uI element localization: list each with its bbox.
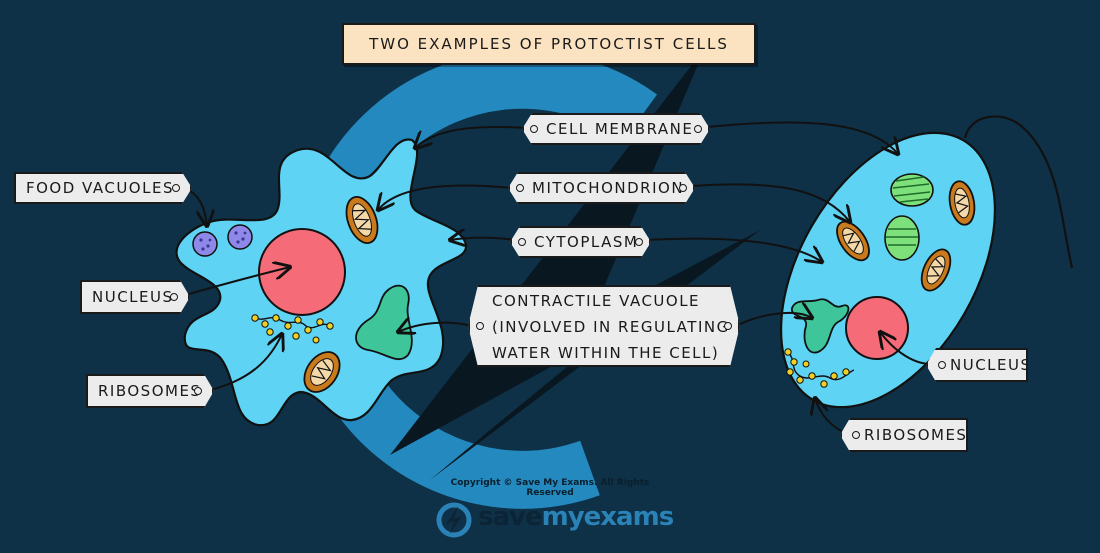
right-ribosomes bbox=[784, 348, 855, 388]
label-nucleus-left-text: NUCLEUS bbox=[92, 288, 174, 306]
amoeba-mitochondrion-2 bbox=[303, 351, 341, 393]
label-food-vacuoles: FOOD VACUOLES bbox=[14, 172, 192, 204]
label-hole-left bbox=[852, 430, 860, 439]
amoeba-cell bbox=[175, 138, 468, 427]
label-contractile-vacuole-line1: CONTRACTILE VACUOLE bbox=[492, 292, 701, 310]
arrow-cytoplasm-left bbox=[450, 238, 516, 240]
right-mitochondrion-1 bbox=[948, 180, 976, 226]
label-hole-right bbox=[194, 387, 202, 395]
food-vacuole-2 bbox=[227, 224, 253, 250]
amoeba-nucleus bbox=[258, 228, 346, 316]
arrow-membrane-left bbox=[415, 125, 528, 148]
amoeba-contractile-vacuole bbox=[355, 284, 413, 361]
label-hole-right bbox=[724, 322, 732, 330]
food-vacuole-1 bbox=[192, 231, 218, 257]
label-ribosomes-right: RIBOSOMES bbox=[840, 418, 968, 452]
arrow-cytoplasm-right bbox=[647, 237, 822, 262]
label-contractile-vacuole: CONTRACTILE VACUOLE (INVOLVED IN REGULAT… bbox=[468, 285, 740, 367]
arrow-membrane-right bbox=[706, 121, 898, 154]
label-cytoplasm: CYTOPLASM bbox=[510, 226, 651, 258]
arrow-nucleus-left bbox=[181, 267, 290, 297]
label-contractile-vacuole-line2: (INVOLVED IN REGULATING bbox=[492, 318, 730, 336]
arrow-mito-right bbox=[692, 183, 850, 222]
label-hole-left bbox=[516, 184, 524, 192]
label-hole-right bbox=[635, 238, 643, 246]
label-mitochondrion: MITOCHONDRION bbox=[508, 172, 695, 204]
brand-logo-text: savemyexams bbox=[478, 502, 675, 532]
right-nucleus bbox=[845, 296, 909, 360]
label-hole-left bbox=[476, 322, 484, 330]
label-hole-right bbox=[172, 184, 180, 192]
label-nucleus-right-text: NUCLEUS bbox=[950, 356, 1032, 374]
label-contractile-vacuole-line3: WATER WITHIN THE CELL) bbox=[492, 344, 720, 362]
label-cell-membrane: CELL MEMBRANE bbox=[522, 113, 710, 145]
arrow-ribosomes-left bbox=[209, 334, 282, 391]
arrow-vacuole-left bbox=[398, 323, 473, 332]
label-cytoplasm-text: CYTOPLASM bbox=[534, 233, 639, 251]
brand-logo-part2: myexams bbox=[541, 502, 675, 532]
right-mitochondrion-3 bbox=[920, 248, 952, 292]
diagram-title: TWO EXAMPLES OF PROTOCTIST CELLS bbox=[342, 23, 756, 65]
label-cell-membrane-text: CELL MEMBRANE bbox=[546, 120, 694, 138]
brand-logo-part1: save bbox=[478, 502, 543, 532]
brand-logo-icon bbox=[436, 502, 472, 538]
label-food-vacuoles-text: FOOD VACUOLES bbox=[26, 179, 174, 197]
arrow-vacuole-right bbox=[735, 313, 812, 327]
label-hole-left bbox=[938, 360, 946, 369]
copyright-text: Copyright © Save My Exams. All Rights Re… bbox=[450, 478, 650, 498]
label-nucleus-right: NUCLEUS bbox=[926, 348, 1028, 382]
label-hole-left bbox=[530, 125, 538, 133]
label-hole-right bbox=[694, 125, 702, 133]
chloroplast-1 bbox=[890, 173, 934, 207]
arrow-mito-left bbox=[378, 184, 513, 210]
protoctist-cell-right bbox=[779, 115, 1074, 409]
label-mitochondrion-text: MITOCHONDRION bbox=[532, 179, 685, 197]
flagellum bbox=[963, 115, 1074, 269]
label-nucleus-left: NUCLEUS bbox=[80, 280, 190, 314]
chloroplast-2 bbox=[884, 215, 920, 261]
label-ribosomes-left: RIBOSOMES bbox=[86, 374, 214, 408]
label-ribosomes-left-text: RIBOSOMES bbox=[98, 382, 202, 400]
right-cell-membrane bbox=[779, 131, 997, 409]
label-ribosomes-right-text: RIBOSOMES bbox=[864, 426, 968, 444]
annotation-arrows bbox=[181, 121, 934, 435]
label-hole-left bbox=[518, 238, 526, 246]
label-hole-right bbox=[170, 293, 178, 301]
label-hole-right bbox=[679, 184, 687, 192]
amoeba-mitochondrion-1 bbox=[345, 196, 379, 244]
